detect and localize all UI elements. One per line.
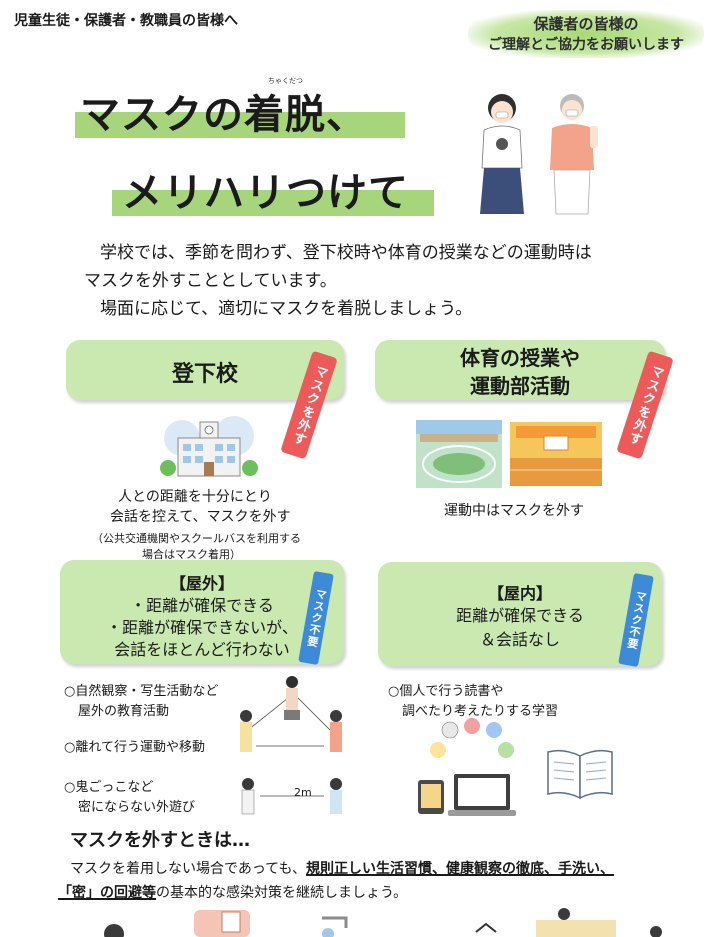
audience-text: 児童生徒・保護者・教職員の皆様へ: [14, 13, 238, 29]
outdoor-item1-line2: 屋外の教育活動: [78, 704, 170, 719]
commute-line2: 会話を控えて、マスクを外す: [110, 509, 291, 525]
two-adults-illustration: [480, 94, 598, 215]
indoor-box: [378, 562, 662, 666]
page-title-line1: マスクの着脱、: [80, 92, 367, 138]
distance-label: 2m: [294, 786, 312, 799]
outdoor-label-line2: ・距離が確保できる: [130, 596, 274, 615]
outdoor-item3-line1: ○鬼ごっこなど: [64, 780, 154, 795]
pe-box: [375, 340, 665, 400]
bottom-illustrations: [104, 908, 662, 937]
pe-line1: 運動中はマスクを外す: [444, 503, 584, 519]
title-ruby: ちゃくだつ: [268, 77, 303, 85]
indoor-label-line1: 【屋内】: [487, 584, 552, 603]
outdoor-label-line3: ・距離が確保できないが、: [106, 618, 298, 637]
intro-line1: 学校では、季節を問わず、登下校時や体育の授業などの運動時は: [100, 243, 592, 263]
indoor-label-line2: 距離が確保できる: [456, 606, 584, 625]
footer-line2: 「密」の回避等の基本的な感染対策を継続しましょう。: [58, 882, 407, 902]
commute-label: 登下校: [171, 362, 238, 387]
school-building-icon: [160, 416, 258, 477]
footer-line2-bold: 「密」の回避等: [58, 885, 156, 901]
footer-line1-bold: 規則正しい生活習慣、健康観察の徹底、手洗い、: [306, 861, 615, 877]
intro-line2: マスクを外すこととしています。: [84, 271, 337, 291]
outdoor-box: [60, 560, 344, 664]
social-distance-illustration: [240, 676, 342, 815]
request-line2: ご理解とご協力をお願いします: [488, 37, 684, 53]
footer-heading: マスクを外すときは…: [70, 830, 250, 851]
gymnasium-icon: [510, 422, 602, 486]
footer-line2-plain: の基本的な感染対策を継続しましょう。: [156, 885, 408, 901]
page-title-line2: メリハリつけて: [122, 170, 409, 216]
pe-label-line1: 体育の授業や: [460, 346, 580, 370]
study-devices-icon: [418, 718, 516, 816]
request-line1: 保護者の皆様の: [533, 15, 639, 33]
commute-line1: 人との距離を十分にとり: [118, 489, 272, 505]
commute-box: [66, 340, 344, 400]
intro-line3: 場面に応じて、適切にマスクを着脱しましょう。: [100, 299, 473, 319]
footer-line1: マスクを着用しない場合であっても、規則正しい生活習慣、健康観察の徹底、手洗い、: [70, 858, 614, 878]
outdoor-item2: ○離れて行う運動や移動: [64, 740, 205, 755]
outdoor-item3-line2: 密にならない外遊び: [78, 800, 196, 815]
outdoor-label-line4: 会話をほとんど行わない: [114, 640, 290, 659]
sports-field-icon: [416, 420, 502, 488]
commute-line3: （公共交通機関やスクールバスを利用する: [92, 532, 301, 545]
request-banner: 保護者の皆様の ご理解とご協力をお願いします: [468, 10, 704, 58]
indoor-item1-line2: 調べたり考えたりする学習: [402, 704, 559, 719]
title-highlight-1: [75, 112, 405, 138]
outdoor-label-line1: 【屋外】: [169, 574, 234, 593]
pe-label-line2: 運動部活動: [470, 374, 570, 398]
indoor-item1-line1: ○個人で行う読書や: [388, 684, 504, 699]
commute-line4: 場合はマスク着用）: [142, 548, 241, 561]
indoor-label-line3: ＆会話なし: [479, 630, 560, 649]
open-book-icon: [547, 749, 613, 800]
outdoor-item1-line1: ○自然観察・写生活動など: [64, 684, 219, 699]
footer-line1-plain: マスクを着用しない場合であっても、: [70, 861, 307, 877]
title-highlight-2: [112, 190, 434, 216]
